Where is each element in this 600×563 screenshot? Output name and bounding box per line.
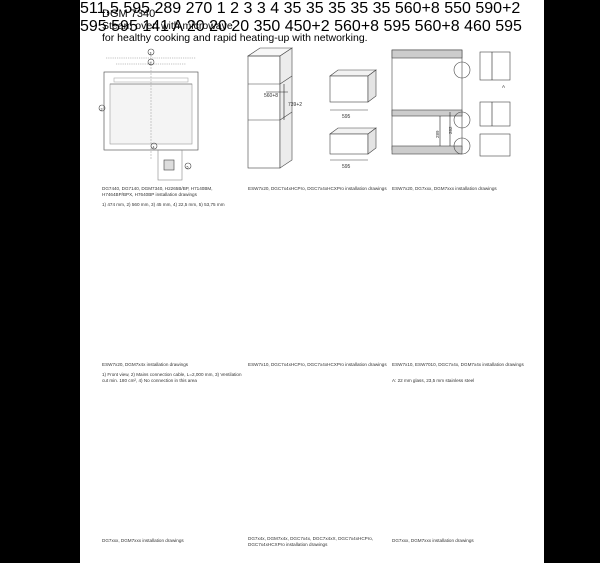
callout-4: 4 [270, 0, 280, 17]
drawing-section-2: 141 A 20 20 20 [142, 18, 253, 35]
dim-35: 35 [372, 0, 391, 17]
dim-511-5: 511,5 [80, 0, 119, 17]
caption-6: ESW7x10, ESW7010, DGC7x4x, DGM7x4x insta… [392, 362, 524, 367]
dim-595: 595 [111, 18, 138, 35]
callout-5: 5 [187, 166, 189, 170]
spec-sheet: DGM 7340 Steam oven with microwave for h… [80, 0, 544, 563]
drawing-tall-cabinet-2: 560+8 550 590+2 [395, 0, 520, 17]
dim-595: 595 [383, 18, 411, 35]
caption-4-notes: 1) Front view, 2) Mains connection cable… [102, 372, 242, 383]
dim-450-2: 450+2 [284, 18, 330, 35]
dim-20: 20 [186, 18, 205, 35]
callout-2: 2 [150, 62, 152, 66]
caption-7: DG7xxx, DGM7xxx installation drawings [102, 538, 184, 543]
drawing-appliance-box-2: 595 595 [80, 18, 142, 35]
callout-2: 2 [230, 0, 240, 17]
model-number: DGM 7340 [102, 8, 156, 20]
caption-3: ESW7x20, DG7xxx, DGM7xxx installation dr… [392, 186, 497, 191]
dim-35: 35 [328, 0, 346, 17]
dim-460: 460 [464, 18, 491, 35]
dim-289: 289 [435, 130, 440, 138]
caption-1: DG7440, DG7140, DGM7340, H2265B/BP, H714… [102, 186, 213, 197]
drawing-base-cabinet: 560+8 460 [415, 18, 496, 35]
drawing-front-side: 511,5 595 289 270 1 2 3 3 4 35 35 35 35 … [80, 0, 395, 17]
callout-3: 3 [243, 0, 253, 17]
dim-35: 35 [350, 0, 369, 17]
dim-20: 20 [231, 18, 250, 35]
drawing-appliance-box-4: 595 [495, 18, 522, 35]
drawing-section-1: 289 282 A [391, 49, 511, 157]
caption-6-notes: A: 22 mm glass, 23,5 mm stainless steel [392, 378, 475, 383]
dim-560-8: 560+8 [264, 93, 278, 99]
caption-5: ESW7x10, DGC7x4xHCPro, DGC7x4xHCXPro ins… [248, 362, 387, 367]
dim-595: 595 [123, 0, 151, 17]
dim-350: 350 [253, 18, 281, 35]
dim-A: A [172, 18, 183, 35]
callout-3: 3 [101, 108, 103, 112]
dim-595: 595 [80, 18, 107, 35]
caption-1-notes: 1) 474 mm, 2) 560 mm, 3) 45 mm, 4) 22,5 … [102, 202, 225, 207]
drawing-oven-front: 1 2 3 4 5 [98, 48, 199, 181]
caption-9: DG7xxx, DGM7xxx installation drawings [392, 538, 474, 543]
dim-20: 20 [209, 18, 227, 35]
subtitle-line-1: Steam oven with microwave [102, 20, 233, 32]
installation-drawings: 1 2 3 4 5 560+8 739+2 595 [98, 47, 511, 181]
drawing-appliance-box-3: 595 [384, 18, 415, 35]
dim-590-2: 590+2 [475, 0, 521, 17]
dim-35: 35 [283, 0, 302, 17]
dim-560-8: 560+8 [394, 0, 440, 17]
dim-550: 550 [444, 0, 471, 17]
caption-4: ESW7x20, DGM7x4x installation drawings [102, 362, 189, 367]
dim-35: 35 [305, 0, 324, 17]
header: DGM 7340 Steam oven with microwave for h… [102, 8, 368, 44]
callout-3: 3 [256, 0, 266, 17]
drawing-tall-cabinet-1: 560+8 739+2 [247, 47, 302, 169]
dim-141: 141 [142, 18, 170, 35]
dim-595: 595 [342, 164, 351, 170]
dim-595: 595 [495, 18, 522, 35]
dim-739-2: 739+2 [288, 102, 302, 108]
caption-2: ESW7x20, DGC7x4xHCPro, DGC7x4xHCXPro ins… [248, 186, 387, 191]
caption-8: DG7x4x, DGM7x4x, DGC7x4x, DGC7x4xX, DGC7… [248, 536, 374, 547]
dim-270: 270 [185, 0, 213, 17]
dim-560-8: 560+8 [334, 18, 380, 35]
callout-4: 4 [153, 146, 155, 150]
dim-282: 282 [448, 126, 453, 134]
dim-A: A [502, 84, 505, 89]
dim-289: 289 [154, 0, 182, 17]
callout-1: 1 [150, 52, 152, 56]
drawing-appliance-box-1: 595 595 [329, 69, 377, 170]
subtitle-line-2: for healthy cooking and rapid heating-up… [102, 32, 368, 44]
dim-595: 595 [342, 114, 351, 120]
drawing-tall-cabinet-3: 350 450+2 560+8 [254, 18, 384, 35]
dim-560-8: 560+8 [414, 18, 460, 35]
callout-1: 1 [216, 0, 226, 17]
